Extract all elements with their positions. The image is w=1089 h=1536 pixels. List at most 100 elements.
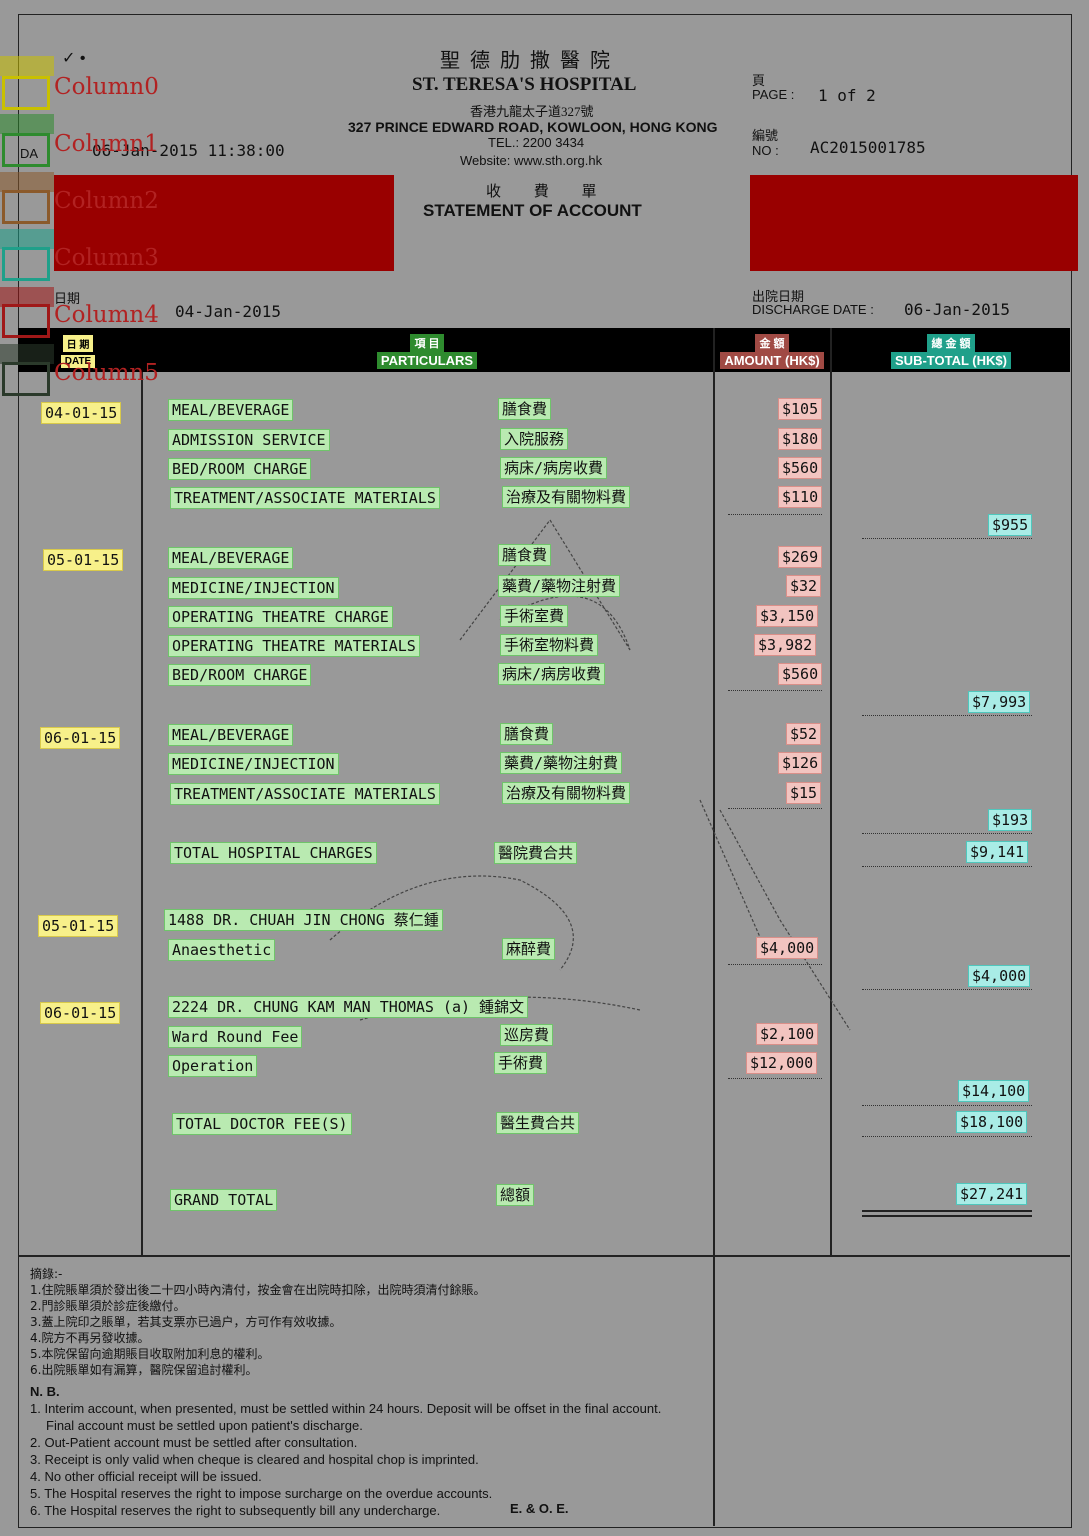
row-particular-zh: 膳食費 — [498, 398, 552, 420]
hospital-website: Website: www.sth.org.hk — [460, 153, 603, 168]
total-hospital-charges-label-zh: 醫院費合共 — [494, 842, 578, 864]
total-hospital-charges-value: $9,141 — [966, 841, 1029, 863]
doc-title-zh: 收 費 單 — [486, 182, 611, 200]
notes-en-item: 6. The Hospital reserves the right to su… — [30, 1503, 441, 1518]
row-particular-zh: 藥費/藥物注射費 — [498, 575, 621, 597]
discharge-label: DISCHARGE DATE : — [752, 302, 874, 317]
row-amount: $560 — [778, 457, 823, 479]
no-label-zh: 編號 — [752, 128, 779, 143]
discharge-label-zh: 出院日期 — [752, 289, 805, 304]
header-amount-zh: 金 額 — [755, 334, 789, 352]
column3-box — [2, 247, 50, 281]
column5-tint — [0, 344, 54, 364]
row-subtotal: $955 — [988, 514, 1033, 536]
admission-label-zh: 日期 — [54, 291, 81, 306]
row-particular-en: MEDICINE/INJECTION — [168, 753, 339, 775]
column1-label: Column1 — [54, 131, 159, 157]
column1-tint — [0, 114, 54, 134]
page-label: PAGE : — [752, 87, 795, 102]
row-particular-zh: 手術室費 — [500, 605, 569, 627]
notes-en-item: 2. Out-Patient account must be settled a… — [30, 1435, 358, 1450]
row-amount: $12,000 — [746, 1052, 818, 1074]
grand-total-label-zh: 總額 — [496, 1184, 535, 1206]
header-particulars-zh: 項 目 — [410, 334, 444, 352]
header-subtotal: 總 金 額 SUB-TOTAL (HK$) — [884, 334, 1018, 369]
admission-date: 04-Jan-2015 — [175, 302, 281, 321]
hospital-address-zh: 香港九龍太子道327號 — [470, 104, 594, 119]
total-hospital-charges-label: TOTAL HOSPITAL CHARGES — [170, 842, 377, 864]
column0-box — [2, 76, 50, 110]
row-particular-en: Operation — [168, 1055, 258, 1077]
row-particular-zh: 入院服務 — [500, 428, 569, 450]
row-particular-zh: 治療及有關物料費 — [502, 782, 631, 804]
notes-zh: 摘錄:- 1.住院賬單須於發出後二十四小時內清付，按金會在出院時扣除，出院時須清… — [30, 1266, 710, 1378]
doctor-name: 2224 DR. CHUNG KAM MAN THOMAS (a) 鍾錦文 — [168, 996, 529, 1018]
header-date-zh: 日 期 — [62, 335, 94, 352]
row-particular-en: BED/ROOM CHARGE — [168, 458, 312, 480]
row-particular-en: MEAL/BEVERAGE — [168, 399, 294, 421]
hospital-address-en: 327 PRINCE EDWARD ROAD, KOWLOON, HONG KO… — [348, 119, 718, 135]
row-particular-zh: 巡房費 — [500, 1024, 554, 1046]
document-frame — [18, 14, 1072, 1528]
row-particular-zh: 手術室物料費 — [500, 634, 599, 656]
separator — [862, 1105, 1032, 1106]
row-particular-en: Ward Round Fee — [168, 1026, 303, 1048]
notes-en-title: N. B. — [30, 1384, 60, 1399]
doctor-name: 1488 DR. CHUAH JIN CHONG 蔡仁鍾 — [164, 909, 443, 931]
grand-total-value: $27,241 — [956, 1183, 1028, 1205]
separator — [862, 538, 1032, 539]
header-subtotal-zh: 總 金 額 — [927, 334, 975, 352]
row-particular-zh: 病床/病房收費 — [500, 457, 608, 479]
row-particular-en: MEAL/BEVERAGE — [168, 724, 294, 746]
row-particular-en: ADMISSION SERVICE — [168, 429, 330, 451]
row-date: 05-01-15 — [43, 549, 124, 571]
column0-tint — [0, 56, 54, 76]
row-amount: $2,100 — [756, 1023, 819, 1045]
header-amount-en: AMOUNT (HK$) — [720, 352, 824, 369]
separator — [862, 989, 1032, 990]
grand-total-underline-2 — [862, 1215, 1032, 1217]
grid-line-footer — [18, 1255, 1070, 1257]
row-particular-zh: 膳食費 — [500, 723, 554, 745]
column5-box — [2, 362, 50, 396]
row-particular-zh: 病床/病房收費 — [498, 663, 606, 685]
notes-zh-item: 4.院方不再另發收據。 — [30, 1331, 150, 1345]
total-doctor-fees-label: TOTAL DOCTOR FEE(S) — [172, 1113, 352, 1135]
row-particular-en: MEAL/BEVERAGE — [168, 547, 294, 569]
row-date: 05-01-15 — [38, 915, 119, 937]
column4-label: Column4 — [54, 302, 159, 328]
row-amount: $110 — [778, 486, 823, 508]
redacted-patient-id — [750, 175, 1078, 271]
separator — [862, 715, 1032, 716]
date-label-fragment: DA — [20, 146, 39, 161]
column4-tint — [0, 287, 54, 307]
column2-tint — [0, 172, 54, 192]
row-date: 04-01-15 — [41, 402, 122, 424]
notes-en-item: 4. No other official receipt will be iss… — [30, 1469, 262, 1484]
row-amount: $3,982 — [754, 634, 817, 656]
column5-label: Column5 — [54, 360, 159, 386]
row-amount: $15 — [786, 782, 822, 804]
notes-zh-item: 1.住院賬單須於發出後二十四小時內清付，按金會在出院時扣除，出院時須清付餘賬。 — [30, 1283, 486, 1297]
row-amount: $105 — [778, 398, 823, 420]
notes-zh-item: 3.蓋上院印之賬單，若其支票亦已過户，方可作有效收據。 — [30, 1315, 342, 1329]
separator — [862, 1136, 1032, 1137]
header-date: 日 期 DATE — [56, 335, 100, 368]
header-date-en: DATE — [60, 355, 96, 368]
row-subtotal: $7,993 — [968, 691, 1031, 713]
row-amount: $560 — [778, 663, 823, 685]
separator — [728, 808, 822, 809]
row-particular-zh: 膳食費 — [498, 544, 552, 566]
row-particular-zh: 麻醉費 — [502, 938, 556, 960]
grid-line-subtotal — [830, 328, 832, 1256]
row-subtotal: $4,000 — [968, 965, 1031, 987]
page-value: 1 of 2 — [818, 86, 876, 105]
column0-label: Column0 — [54, 74, 159, 100]
signature-scribble — [329, 518, 851, 1031]
discharge-date: 06-Jan-2015 — [904, 300, 1010, 319]
separator — [728, 1078, 822, 1079]
doc-title-en: STATEMENT OF ACCOUNT — [423, 201, 642, 220]
separator — [728, 514, 822, 515]
notes-en: N. B. 1. Interim account, when presented… — [30, 1383, 710, 1519]
notes-en-item: Final account must be settled upon patie… — [46, 1418, 363, 1433]
